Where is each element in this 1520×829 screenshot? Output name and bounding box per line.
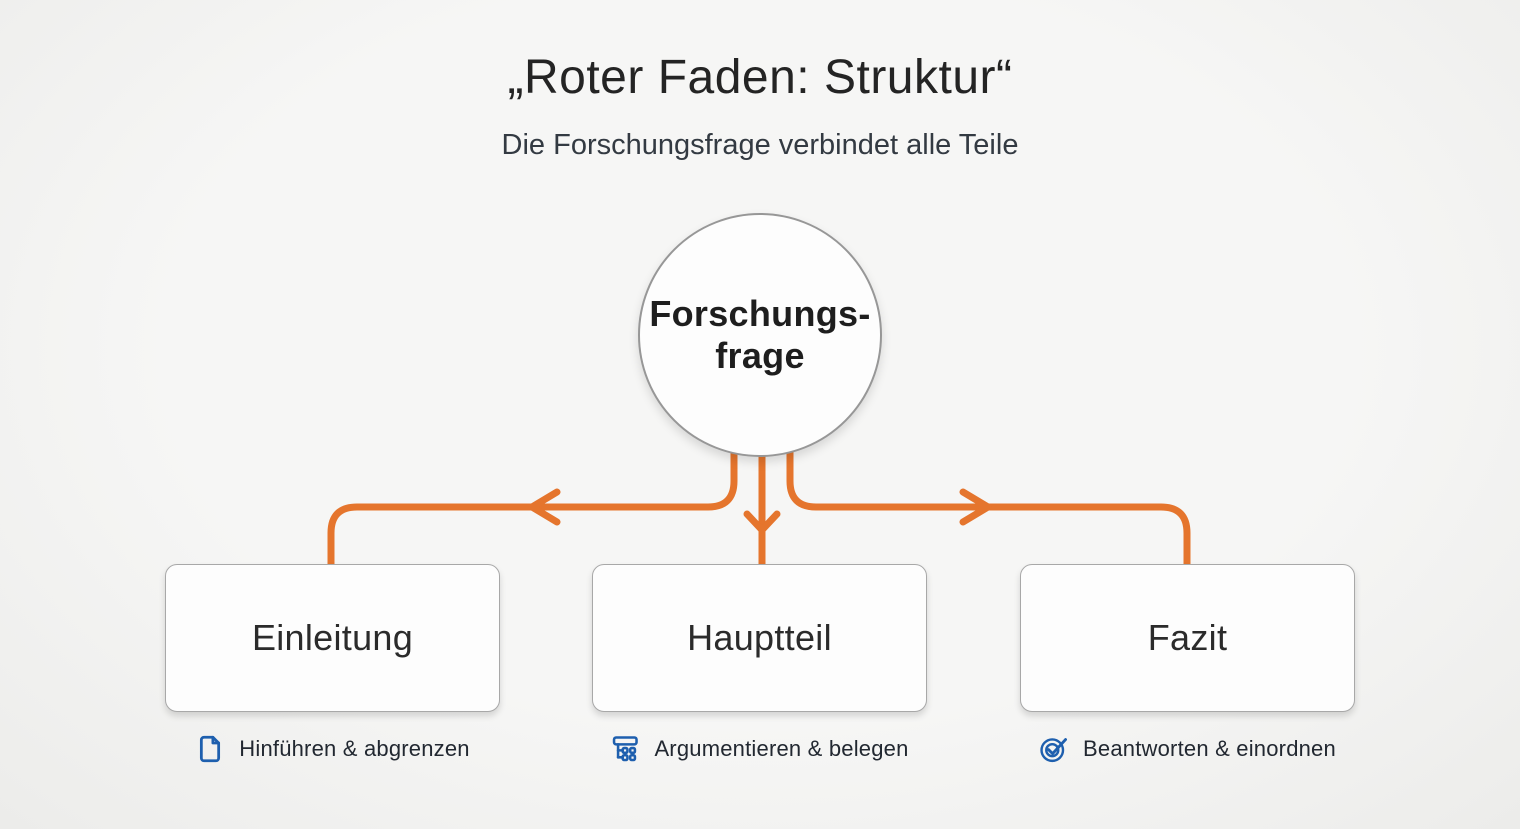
- outline-list-icon: [610, 734, 640, 764]
- label-line-2: frage: [715, 335, 805, 376]
- arrow-to-einleitung: [327, 446, 738, 569]
- arrow-head-right: [959, 488, 992, 526]
- caption-fazit: Beantworten & einordnen: [1020, 727, 1355, 771]
- caption-einleitung: Hinführen & abgrenzen: [165, 727, 500, 771]
- check-circle-icon: [1039, 734, 1069, 764]
- node-fazit: Fazit: [1020, 564, 1355, 712]
- page-title: „Roter Faden: Struktur“: [507, 51, 1013, 104]
- caption-fazit-text: Beantworten & einordnen: [1083, 736, 1336, 761]
- node-hauptteil-label: Hauptteil: [687, 617, 832, 658]
- caption-hauptteil: Argumentieren & belegen: [592, 727, 927, 771]
- node-einleitung: Einleitung: [165, 564, 500, 712]
- node-forschungsfrage-label: Forschungs- frage: [649, 293, 870, 377]
- page-subtitle: Die Forschungsfrage verbindet alle Teile: [501, 129, 1019, 161]
- node-hauptteil: Hauptteil: [592, 564, 927, 712]
- label-line-1: Forschungs-: [649, 292, 871, 334]
- node-einleitung-label: Einleitung: [251, 617, 414, 658]
- node-forschungsfrage: Forschungs- frage: [638, 213, 882, 457]
- arrow-to-fazit: [786, 446, 1191, 569]
- arrow-head-left: [528, 488, 561, 526]
- caption-einleitung-text: Hinführen & abgrenzen: [239, 736, 470, 761]
- document-icon: [195, 734, 225, 764]
- caption-hauptteil-text: Argumentieren & belegen: [654, 736, 909, 761]
- arrow-head-down: [743, 510, 781, 534]
- node-fazit-label: Fazit: [1147, 617, 1228, 658]
